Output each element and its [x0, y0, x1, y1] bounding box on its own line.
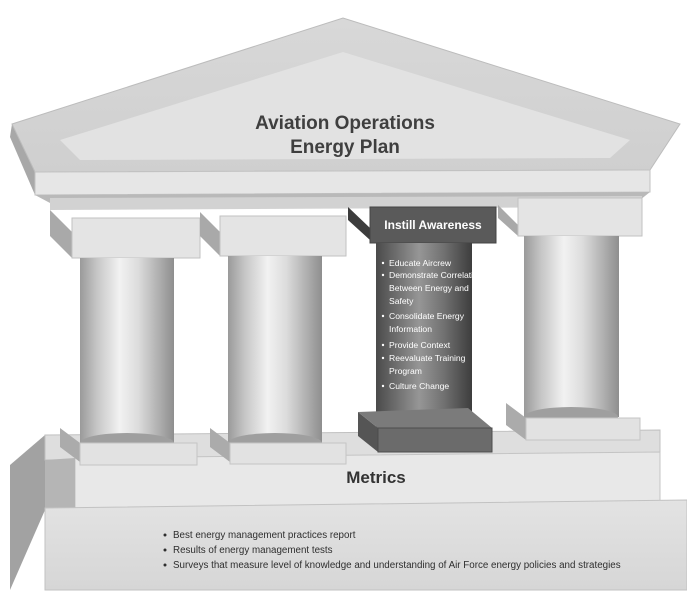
column-1-capital-side	[50, 210, 72, 258]
awareness-bullet-dot	[381, 261, 385, 265]
column-2-plinth-side	[210, 428, 230, 462]
awareness-bullet-2-line-1: Demonstrate Correlation	[389, 270, 483, 280]
metrics-bullet-dot	[163, 533, 167, 537]
base-left-side	[10, 435, 45, 590]
awareness-bullet-1-line-1: Educate Aircrew	[389, 258, 452, 268]
column-4-plinth-side	[506, 403, 526, 440]
metrics-bullet-list: Best energy management practices report …	[163, 530, 621, 571]
awareness-bullet-3-line-1: Consolidate Energy	[389, 311, 465, 321]
column-3-capital	[369, 206, 497, 244]
column-2-capital-side	[200, 212, 220, 256]
metrics-bullet-dot	[163, 563, 167, 567]
column-4-shaft	[524, 236, 619, 417]
awareness-bullet-2-line-3: Safety	[389, 296, 414, 306]
metrics-bullet-2: Results of energy management tests	[173, 545, 333, 556]
column-1-capital	[71, 217, 201, 259]
awareness-bullet-3-line-2: Information	[389, 324, 432, 334]
roof-gable-inner	[60, 52, 630, 160]
roof	[10, 17, 681, 210]
column-3-plinth	[377, 427, 493, 453]
column-1	[50, 210, 201, 466]
awareness-bullet-5-line-1: Reevaluate Training	[389, 353, 466, 363]
awareness-bullet-dot	[381, 384, 385, 388]
column-4	[498, 197, 643, 441]
column-3-plinth-top	[358, 408, 492, 428]
roof-title-line-2: Energy Plan	[290, 137, 400, 158]
column-2	[200, 212, 347, 465]
awareness-bullet-6-line-1: Culture Change	[389, 381, 449, 391]
roof-title: Aviation Operations Energy Plan	[255, 113, 435, 158]
column-3-highlighted	[348, 206, 497, 453]
roof-title-line-1: Aviation Operations	[255, 113, 435, 134]
awareness-bullet-dot	[381, 273, 385, 277]
roof-left-side	[10, 124, 35, 195]
column-3-plinth-side	[358, 412, 378, 452]
metrics-bullet-3: Surveys that measure level of knowledge …	[173, 560, 621, 571]
base-lower-front	[44, 499, 687, 591]
base-metrics-band-side	[45, 458, 75, 510]
awareness-bullet-dot	[381, 343, 385, 347]
awareness-bullet-list: Educate Aircrew Demonstrate Correlation …	[381, 258, 483, 391]
roof-entablature-front	[34, 169, 651, 196]
column-4-plinth	[525, 417, 641, 441]
column-1-shaft	[80, 258, 174, 443]
awareness-bullet-2-line-2: Between Energy and	[389, 283, 469, 293]
column-1-plinth-side	[60, 428, 80, 462]
column-4-capital-side	[498, 205, 518, 236]
metrics-bullet-dot	[163, 548, 167, 552]
awareness-bullet-dot	[381, 314, 385, 318]
column-3-capital-side	[348, 207, 370, 240]
base	[10, 429, 687, 591]
column-1-plinth	[79, 442, 198, 466]
awareness-bullet-4-line-1: Provide Context	[389, 340, 451, 350]
column-2-plinth	[229, 442, 347, 465]
awareness-bullet-5-line-2: Program	[389, 366, 422, 376]
metrics-title: Metrics	[346, 468, 406, 487]
column-4-capital	[517, 197, 643, 237]
metrics-bullet-1: Best energy management practices report	[173, 530, 356, 541]
column-2-capital	[219, 215, 347, 257]
column-3-shaft	[376, 243, 472, 429]
column-2-shaft	[228, 256, 322, 443]
awareness-bullet-dot	[381, 356, 385, 360]
awareness-title: Instill Awareness	[384, 218, 482, 232]
